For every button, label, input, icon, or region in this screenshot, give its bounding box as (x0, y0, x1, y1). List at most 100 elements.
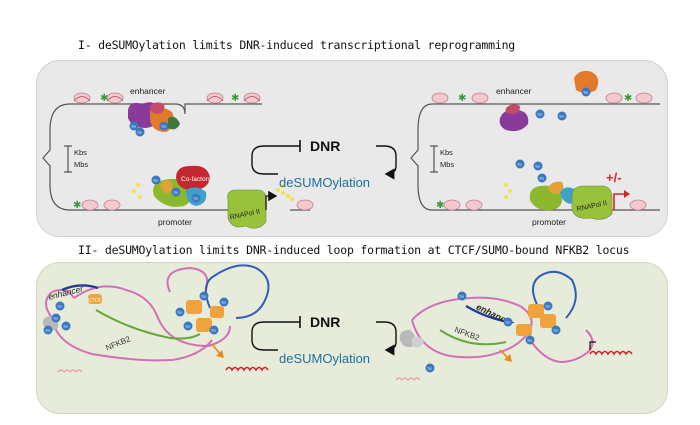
sumo-circle (425, 363, 435, 373)
enhancer-label: enhancer (496, 86, 532, 96)
star-mark-icon: ✱ (231, 93, 239, 104)
sumo-circle (159, 121, 169, 131)
sumo-label: Su (459, 295, 463, 299)
nucleosome (103, 199, 121, 211)
sumo-circle (503, 317, 513, 327)
sumo-circle (135, 127, 145, 137)
panel2-cycle: DNR deSUMOylation (251, 314, 397, 366)
sumo-circle (457, 291, 467, 301)
sumo-circle (537, 173, 547, 183)
sumo-circle (525, 335, 535, 345)
promoter-label: promoter (532, 217, 566, 227)
sumo-circle (61, 321, 71, 331)
nucleosome (106, 92, 124, 104)
dna-red-strand (589, 350, 633, 356)
sumo-label: Su (527, 339, 531, 343)
sumo-label: Su (545, 305, 549, 309)
nucleosome (465, 199, 483, 211)
chromatin-loop-blue (204, 264, 270, 319)
sumo-circle (151, 175, 161, 185)
tss-arrow-red-icon (613, 193, 626, 210)
nucleosome (443, 199, 461, 211)
sumo-circle (51, 313, 61, 323)
sumo-label: Su (505, 321, 509, 325)
enhancer-factor-red (505, 104, 520, 114)
sumo-circle (175, 307, 185, 317)
sumo-label: Su (583, 91, 587, 95)
sumo-circle (515, 159, 525, 169)
mbs-label: Mbs (74, 160, 88, 169)
nfkb2-label: NFKB2 (104, 334, 132, 352)
desumoylation-label: deSUMOylation (279, 351, 370, 366)
ctcf-block (516, 324, 532, 336)
orange-arrow-icon (216, 350, 224, 358)
nucleosome (471, 92, 489, 104)
sumo-circle (533, 161, 543, 171)
chromatin-loop-pink (411, 296, 533, 331)
ctcf-block (540, 314, 556, 328)
sumo-circle (209, 325, 219, 335)
enhancer-factor-purple (499, 109, 529, 132)
sumo-circle (55, 301, 65, 311)
dna-red-strand (225, 366, 269, 372)
tss-mark-icon (589, 341, 596, 350)
nucleosome (73, 92, 91, 104)
sumo-circle (581, 87, 591, 97)
sumo-label: Su (57, 305, 61, 309)
chromatin-loop-green (439, 329, 507, 346)
sumo-circle (199, 291, 209, 301)
mbs-label: Mbs (440, 160, 454, 169)
tss-arrow-icon (265, 190, 278, 210)
nucleosome (296, 199, 314, 211)
sumo-label: Su (221, 301, 225, 305)
panel1-right-locus: ✱ ✱ ✱ enhancer RNAPol II promoter +/- Kb… (410, 70, 660, 227)
section2-heading: II- deSUMOylation limits DNR-induced loo… (78, 243, 630, 257)
sumo-label: Su (211, 329, 215, 333)
cycle-arrow-icon (376, 145, 397, 180)
sumo-label: Su (427, 367, 431, 371)
sumo-circle (551, 325, 561, 335)
sumo-label: Su (161, 125, 165, 129)
sumo-circle (557, 111, 567, 121)
star-mark-icon: ✱ (100, 93, 108, 104)
panel1-cycle: DNR deSUMOylation (251, 138, 397, 190)
sumo-label: Su (53, 317, 57, 321)
sumo-circle (129, 121, 139, 131)
rnapol-ii-blob (571, 185, 613, 220)
star-mark-icon: ✱ (436, 200, 444, 211)
enhancer-factor-red (150, 102, 165, 114)
panel-transcriptional-reprogramming (36, 60, 668, 237)
star-mark-icon: ✱ (73, 200, 81, 211)
sumo-label: Su (517, 163, 521, 167)
panel1-left-locus: ✱ ✱ ✱ enhancer Co-factors promoter RNAPo… (42, 86, 314, 229)
ctcf-block (196, 318, 212, 332)
kbs-label: Kbs (440, 148, 453, 157)
panel-loop-formation (36, 262, 668, 414)
section1-heading: I- deSUMOylation limits DNR-induced tran… (78, 38, 516, 52)
ctcf-block (186, 300, 202, 314)
sumo-circle (43, 325, 53, 335)
star-mark-icon: ✱ (624, 93, 632, 104)
grey-factor-blob (412, 336, 424, 348)
sumo-label: Su (63, 325, 67, 329)
sumo-label: Su (137, 131, 141, 135)
sumo-label: Su (185, 325, 189, 329)
chromatin-loop-green (95, 309, 201, 340)
nucleosome (635, 92, 653, 104)
desumoylation-label: deSUMOylation (279, 175, 370, 190)
sumo-label: Su (173, 191, 177, 195)
nucleosome (431, 92, 449, 104)
nucleosome (629, 199, 647, 211)
chromatin-loop-blue (532, 270, 577, 319)
sumo-label: Su (153, 179, 157, 183)
cofactor-label: Co-factors (181, 176, 212, 183)
enhancer-factor-green (168, 116, 180, 130)
grey-factor-blob (399, 330, 416, 348)
sumo-label: Su (537, 113, 541, 117)
